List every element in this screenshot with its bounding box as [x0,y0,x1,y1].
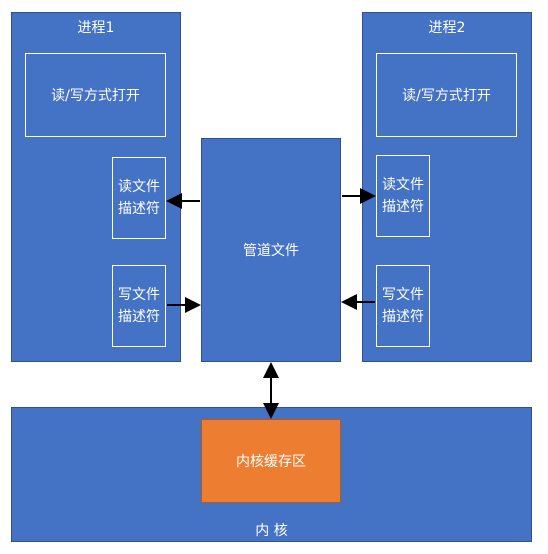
process1-read-fd: 读文件描述符 [112,157,166,239]
process2-write-fd: 写文件描述符 [376,265,430,347]
kernel-title: 内 核 [255,523,288,539]
pipe-file-box: 管道文件 [201,138,341,362]
process2-read-fd: 读文件描述符 [376,155,430,237]
process1-title: 进程1 [77,20,115,36]
kernel-buffer-box: 内核缓存区 [201,419,341,503]
process2-open-mode: 读/写方式打开 [376,53,517,137]
process2-title: 进程2 [428,20,466,36]
process1-open-mode: 读/写方式打开 [25,53,166,137]
process1-write-fd: 写文件描述符 [112,265,166,347]
